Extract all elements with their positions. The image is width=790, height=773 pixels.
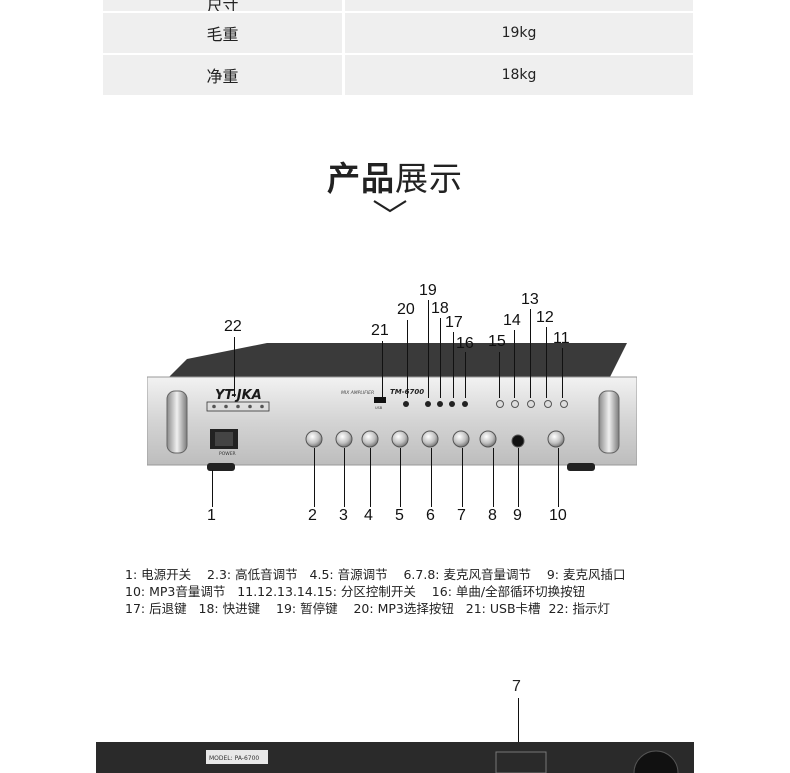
callout-2: 2 [308,507,317,524]
callout-22: 22 [224,318,242,335]
callout-17: 17 [445,314,463,331]
svg-text:POWER: POWER [219,451,236,457]
back-callout-line [518,698,519,773]
spec-table: 尺寸 毛重 19kg 净重 18kg [103,0,693,97]
callout-7: 7 [457,507,466,524]
spec-value: 18kg [501,67,537,83]
callout-3: 3 [339,507,348,524]
callout-16: 16 [456,335,474,352]
callout-21: 21 [371,322,389,339]
callout-20: 20 [397,301,415,318]
spec-value: 19kg [501,25,537,41]
callout-9: 9 [513,507,522,524]
spec-row-net-weight: 净重 18kg [103,55,693,95]
legend-line: 1: 电源开关 2.3: 高低音调节 4.5: 音源调节 6.7.8: 麦克风音… [125,567,626,582]
callout-4: 4 [364,507,373,524]
back-callout-7: 7 [512,678,521,695]
feature-legend: 1: 电源开关 2.3: 高低音调节 4.5: 音源调节 6.7.8: 麦克风音… [125,566,626,617]
svg-text:USB: USB [375,406,383,410]
callout-19: 19 [419,282,437,299]
callout-12: 12 [536,309,554,326]
spec-key: 净重 [206,67,239,86]
section-title-bold: 产品 [327,159,395,198]
legend-line: 17: 后退键 18: 快进键 19: 暂停键 20: MP3选择按钮 21: … [125,601,611,616]
callout-10: 10 [549,507,567,524]
spec-row-gross-weight: 毛重 19kg [103,13,693,53]
spec-key: 毛重 [206,25,239,44]
section-title: 产品展示 [0,152,790,200]
callout-1: 1 [207,507,216,524]
svg-text:MODEL: PA-6700: MODEL: PA-6700 [209,755,259,762]
spec-key: 尺寸 [206,0,239,11]
amplifier-front-panel: YT-JKA POWER MIX AMPLIFIER TM-6700 USB [147,343,637,471]
spec-row-size: 尺寸 [103,0,693,11]
spec-value [345,0,693,11]
callout-14: 14 [503,312,521,329]
chevron-down-icon [373,200,407,213]
callout-13: 13 [521,291,539,308]
amplifier-back-panel: MODEL: PA-6700 [96,742,694,773]
callout-8: 8 [488,507,497,524]
callout-15: 15 [488,333,506,350]
section-title-light: 展示 [395,159,463,198]
legend-line: 10: MP3音量调节 11.12.13.14.15: 分区控制开关 16: 单… [125,584,586,599]
brand-logo: YT-JKA [215,388,262,403]
callout-11: 11 [553,330,570,347]
callout-18: 18 [431,300,449,317]
callout-5: 5 [395,507,404,524]
callout-6: 6 [426,507,435,524]
svg-text:MIX AMPLIFIER: MIX AMPLIFIER [341,390,374,396]
